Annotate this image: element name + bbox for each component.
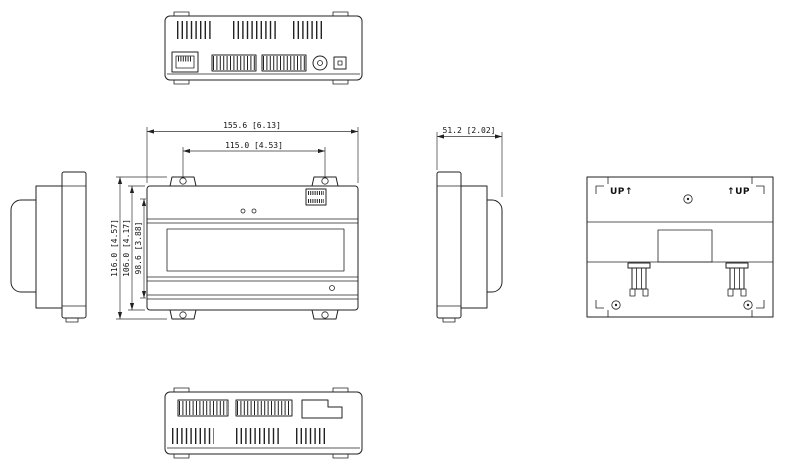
up-label-left: UP↑ xyxy=(610,187,633,197)
body-profile xyxy=(35,185,63,309)
dimension-overall-height: 116.0 [4.57] xyxy=(110,176,167,320)
bezel-profile xyxy=(10,199,37,293)
reset-hole xyxy=(329,285,335,291)
din-clip-tab xyxy=(442,317,456,323)
screw-hole xyxy=(683,194,693,204)
power-jack xyxy=(312,55,328,71)
front-connector xyxy=(305,188,327,206)
back-plate-profile xyxy=(61,171,87,319)
dim-inner-height-label: 98.6 [3.88] xyxy=(134,222,143,275)
dimension-inner-height: 98.6 [3.88] xyxy=(134,198,147,299)
dimension-body-height: 106.0 [4.17] xyxy=(122,185,145,311)
screw-hole xyxy=(179,311,187,319)
top-view xyxy=(164,11,363,85)
screw-hole xyxy=(321,177,329,185)
up-label-right: ↑UP xyxy=(727,187,750,197)
screw-hole xyxy=(611,300,621,310)
mounting-ear-bottom-right xyxy=(311,309,339,320)
terminal-block xyxy=(177,399,229,417)
mounting-ear-bottom-left xyxy=(169,309,197,320)
mounting-ear-edge xyxy=(173,453,190,459)
dim-depth-label: 51.2 [2.02] xyxy=(443,126,496,135)
cover-step xyxy=(301,399,343,419)
front-view-outline xyxy=(146,185,359,311)
screw-hole xyxy=(743,300,753,310)
front-view xyxy=(146,176,359,320)
bezel-profile xyxy=(486,199,503,293)
ethernet-port xyxy=(171,51,199,73)
din-clip-tab xyxy=(65,317,79,323)
bottom-view-outline xyxy=(164,391,363,455)
aux-connector xyxy=(333,56,347,70)
label-recess xyxy=(657,229,713,263)
mounting-ear-edge xyxy=(332,387,349,393)
top-view-outline xyxy=(164,15,363,81)
din-clip-left xyxy=(627,262,651,297)
right-side-view xyxy=(436,171,503,323)
led-indicator xyxy=(240,208,246,214)
dim-overall-width-label: 155.6 [6.13] xyxy=(223,121,281,130)
corner-mark xyxy=(756,185,765,194)
dim-overall-height-label: 116.0 [4.57] xyxy=(110,219,119,277)
mounting-ear-edge xyxy=(332,79,349,85)
back-view: UP↑ ↑UP xyxy=(586,176,774,318)
mounting-ear-edge xyxy=(332,453,349,459)
mounting-ear-edge xyxy=(173,11,190,17)
dimension-hole-spacing: 115.0 [4.53] xyxy=(182,141,326,177)
din-clip-right xyxy=(725,262,749,297)
back-view-outline xyxy=(586,176,774,318)
dim-body-height-label: 106.0 [4.17] xyxy=(122,219,131,277)
terminal-block xyxy=(211,54,257,72)
mounting-ear-top-right xyxy=(311,176,339,187)
terminal-block xyxy=(261,54,307,72)
screw-hole xyxy=(321,311,329,319)
bottom-view xyxy=(164,387,363,459)
corner-mark xyxy=(595,185,604,194)
body-profile xyxy=(460,185,488,309)
corner-mark xyxy=(595,300,604,309)
label-recess xyxy=(166,228,345,272)
corner-mark xyxy=(756,300,765,309)
led-indicator xyxy=(251,208,257,214)
dimension-depth: 51.2 [2.02] xyxy=(436,126,503,197)
back-plate-profile xyxy=(436,171,462,319)
mounting-ear-edge xyxy=(332,11,349,17)
left-side-view xyxy=(10,171,87,323)
screw-hole xyxy=(179,177,187,185)
mounting-ear-top-left xyxy=(169,176,197,187)
terminal-block xyxy=(235,399,293,417)
dim-hole-spacing-label: 115.0 [4.53] xyxy=(225,141,283,150)
dimension-overall-width: 155.6 [6.13] xyxy=(146,121,359,183)
mounting-ear-edge xyxy=(173,387,190,393)
mounting-ear-edge xyxy=(173,79,190,85)
